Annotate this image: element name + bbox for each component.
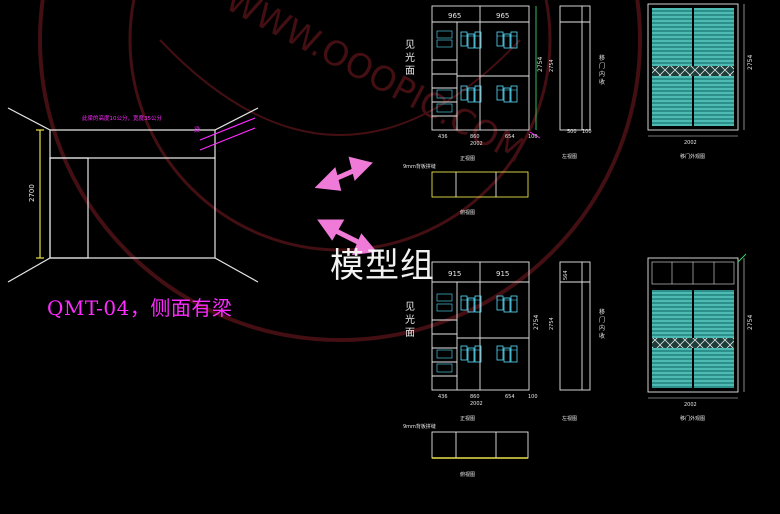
- top-door-height: 2754: [747, 55, 754, 70]
- top-side-vertical-3: 内: [599, 70, 605, 78]
- top-plan-view: [431, 171, 529, 198]
- bottom-side-text-2: 光: [405, 313, 415, 326]
- bottom-door-width: 2002: [684, 402, 697, 408]
- top-side-vertical-4: 收: [599, 78, 605, 86]
- bottom-label-side: 左视图: [562, 415, 577, 422]
- top-label-door: 移门外观图: [680, 153, 705, 160]
- bottom-side-text-3: 面: [405, 328, 415, 339]
- top-width-b2: 860: [470, 134, 480, 140]
- top-side-view: [559, 5, 591, 131]
- top-total-width: 2002: [470, 141, 483, 147]
- top-hanging-clothes-4: [496, 85, 518, 103]
- top-label-front: 正视图: [460, 155, 475, 162]
- top-label-plan: 俯视图: [460, 209, 475, 216]
- drawing-caption: QMT-04，侧面有梁: [47, 296, 233, 320]
- bottom-width-b2: 860: [470, 394, 480, 400]
- top-width-b4: 100: [528, 134, 538, 140]
- bottom-width-right: 915: [496, 270, 509, 278]
- top-side-text-2: 光: [405, 51, 415, 64]
- bottom-side-vertical-4: 收: [599, 332, 605, 340]
- watermark-logo-text: WWW.OOOPIC.COM: [219, 0, 532, 171]
- bottom-label-door: 移门外观图: [680, 415, 705, 422]
- bottom-width-b1: 436: [438, 394, 448, 400]
- top-side-vertical-1: 移: [599, 54, 605, 62]
- bottom-side-height: 2754: [549, 317, 555, 330]
- bottom-hanging-clothes-3: [460, 345, 482, 363]
- bottom-door-height: 2754: [747, 315, 754, 330]
- bottom-height: 2754: [533, 315, 540, 330]
- bottom-width-b3: 654: [505, 394, 515, 400]
- bottom-side-text-1: 见: [405, 301, 415, 313]
- top-width-b3: 654: [505, 134, 515, 140]
- top-width-right: 965: [496, 12, 509, 20]
- bottom-total-width: 2002: [470, 401, 483, 407]
- top-hanging-clothes-1: [460, 31, 482, 49]
- room-sketch: [7, 107, 259, 283]
- bottom-side-vertical-3: 内: [599, 324, 605, 332]
- bottom-label-plan: 俯视图: [460, 471, 475, 478]
- arrow-up-right: [314, 156, 373, 191]
- watermark-logo: WWW.OOOPIC.COM: [38, 0, 642, 342]
- bottom-door-view: [647, 253, 747, 399]
- top-side-text-3: 面: [405, 66, 415, 77]
- bottom-side-vertical-1: 移: [599, 308, 605, 316]
- bottom-plan-view: [431, 431, 529, 459]
- top-front-view: [431, 5, 541, 139]
- bottom-front-view: [431, 261, 530, 391]
- arrow-down-right: [317, 219, 377, 256]
- bottom-hanging-clothes-4: [496, 345, 518, 363]
- top-plan-note: 9mm背板拼缝: [403, 163, 436, 170]
- top-width-b1: 436: [438, 134, 448, 140]
- top-label-side: 左视图: [562, 153, 577, 160]
- room-beam-note: 此梁的高度10公分，宽度35公分: [82, 114, 162, 122]
- top-side-width-1: 500: [567, 129, 577, 135]
- bottom-plan-note: 9mm背板拼缝: [403, 423, 436, 430]
- room-beam-dim: 梁: [194, 126, 200, 134]
- top-side-text-1: 见: [405, 39, 415, 51]
- top-side-height: 2754: [549, 59, 555, 72]
- bottom-label-front: 正视图: [460, 415, 475, 422]
- bottom-drawers: [436, 293, 453, 373]
- top-drawers: [436, 30, 453, 113]
- watermark-text: 模型组: [330, 246, 435, 286]
- bottom-side-width-1: 564: [563, 270, 569, 280]
- top-height: 2754: [537, 57, 544, 72]
- top-side-vertical-2: 门: [599, 62, 605, 70]
- bottom-hanging-clothes-2: [496, 295, 518, 313]
- bottom-side-vertical-2: 门: [599, 316, 605, 324]
- top-door-width: 2002: [684, 140, 697, 146]
- top-width-left: 965: [448, 12, 461, 20]
- top-door-view: [647, 3, 745, 137]
- bottom-width-left: 915: [448, 270, 461, 278]
- room-height-label: 2700: [28, 184, 36, 202]
- bottom-width-b4: 100: [528, 394, 538, 400]
- bottom-side-view: [559, 261, 591, 391]
- top-side-width-2: 100: [582, 129, 592, 135]
